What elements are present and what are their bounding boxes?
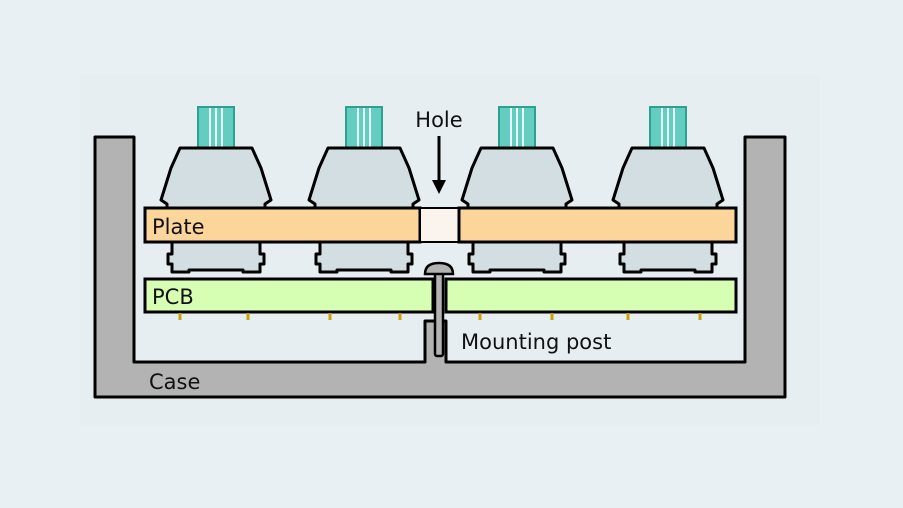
switch-bottom-housing [314,238,414,274]
mounting-screw-head [423,261,455,276]
switch-bottom-housing [618,238,718,274]
key-switch [611,106,725,274]
switch-top-housing [159,146,273,211]
hole-arrow-head [432,180,446,194]
switch-bottom-housing [467,238,567,274]
plate-label: Plate [152,215,205,239]
switch-top-housing [611,146,725,211]
key-switch [307,106,421,274]
switch-bottom-housing [166,238,266,274]
key-switch [159,106,273,274]
solder-pin [626,313,630,320]
solder-pin [398,313,402,320]
key-switch [460,106,574,274]
pcb-right [444,277,738,314]
plate-left [143,206,422,244]
switch-top-housing [307,146,421,211]
pcb-left [143,277,435,314]
solder-pin [550,313,554,320]
solder-pins [178,313,702,320]
plate-right [457,206,738,244]
solder-pin [698,313,702,320]
switch-top-housing [460,146,574,211]
mounting-post-label: Mounting post [461,330,611,354]
mounting-post-shaft [433,266,445,358]
plate-hole [419,207,460,243]
pcb-label: PCB [152,285,194,309]
case-label: Case [149,370,200,394]
switches [159,106,725,274]
solder-pin [246,313,250,320]
solder-pin [328,313,332,320]
hole-label: Hole [415,108,462,132]
solder-pin [178,313,182,320]
solder-pin [478,313,482,320]
